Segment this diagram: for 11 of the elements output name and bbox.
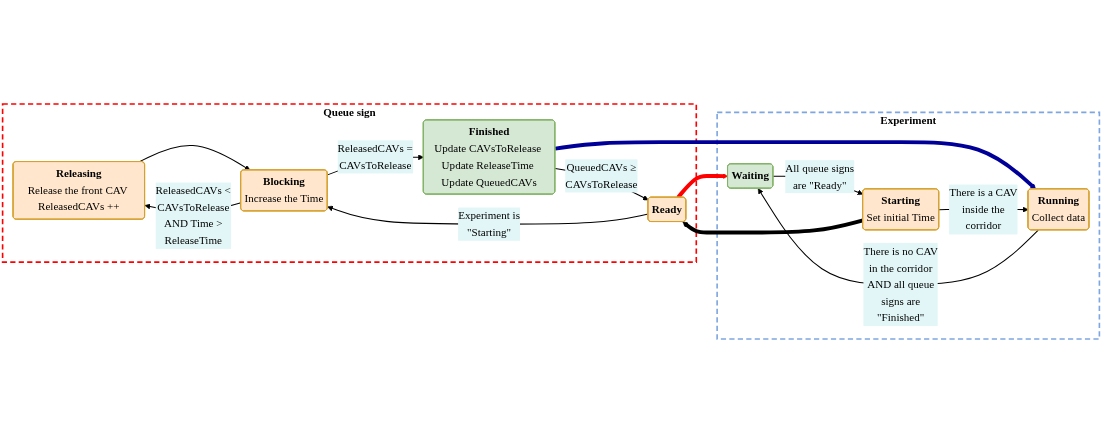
arrow [757, 188, 1039, 285]
edge-label: Experiment is "Starting" [458, 209, 520, 239]
edge-label: There is a CAV inside the corridor [949, 186, 1018, 232]
arrow [682, 218, 864, 235]
edge-label: ReleasedCAVs < CAVsToRelease AND Time > ReleaseTime [155, 184, 231, 247]
arrow [554, 140, 1037, 190]
edge-label: ReleasedCAVs = CAVsToRelease [337, 142, 413, 172]
edge-label: QueuedCAVs ≥ CAVsToRelease [565, 161, 638, 191]
edge-label: All queue signs are "Ready" [785, 162, 855, 192]
arrow [676, 173, 729, 199]
edge-label: There is no CAV in the corridor AND all queue signs are "Finished" [863, 244, 938, 324]
